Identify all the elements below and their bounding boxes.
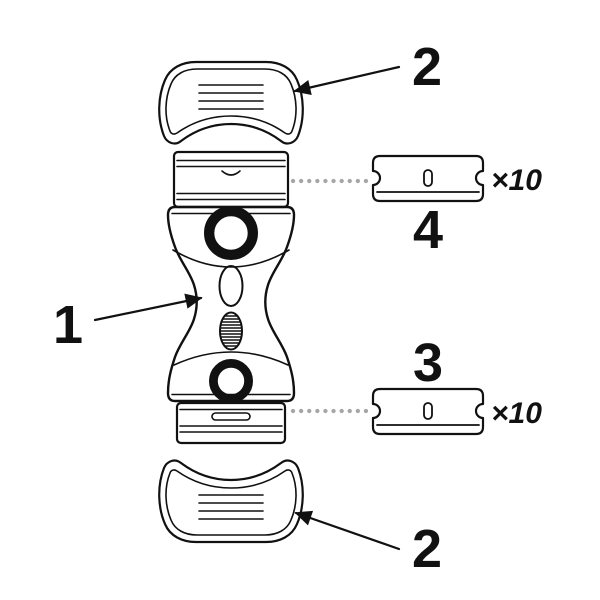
bottom-blade-holder xyxy=(175,401,287,445)
tool-body xyxy=(166,205,296,403)
cap-top xyxy=(158,60,304,145)
label-qty-top: ×10 xyxy=(491,164,542,197)
line-art xyxy=(93,60,485,551)
holder-slot xyxy=(211,412,251,421)
top-blade-holder xyxy=(172,150,290,209)
label-part-1: 1 xyxy=(53,295,83,355)
label-qty-bottom: ×10 xyxy=(491,397,542,430)
leader-lines xyxy=(290,178,371,414)
grip-oval xyxy=(218,265,244,307)
thumb-wheel-top xyxy=(204,206,258,260)
label-part-2-top: 2 xyxy=(412,37,442,97)
arrow-to-body xyxy=(93,293,203,322)
label-part-2-bottom: 2 xyxy=(412,519,442,579)
body-lower-panel-seam xyxy=(173,351,289,366)
tool-body-outline xyxy=(166,205,296,403)
cap-bottom xyxy=(158,459,304,544)
thumb-wheel-bottom xyxy=(209,359,253,403)
thumb-wheel-bottom-knurling xyxy=(210,360,252,402)
blade-top xyxy=(371,154,485,203)
ribbed-thumb-grip xyxy=(219,311,243,351)
label-part-3: 3 xyxy=(413,333,443,393)
arrow-to-cap-bottom xyxy=(294,510,401,551)
arrow-to-cap-top xyxy=(293,65,401,96)
thumb-wheel-top-knurling xyxy=(205,207,257,259)
blade-bottom xyxy=(371,387,485,436)
holder-notch xyxy=(221,170,241,176)
label-part-4: 4 xyxy=(413,200,443,260)
callout-arrows xyxy=(93,65,401,551)
labels: 2 1 4 3 2 ×10 ×10 xyxy=(53,37,542,579)
